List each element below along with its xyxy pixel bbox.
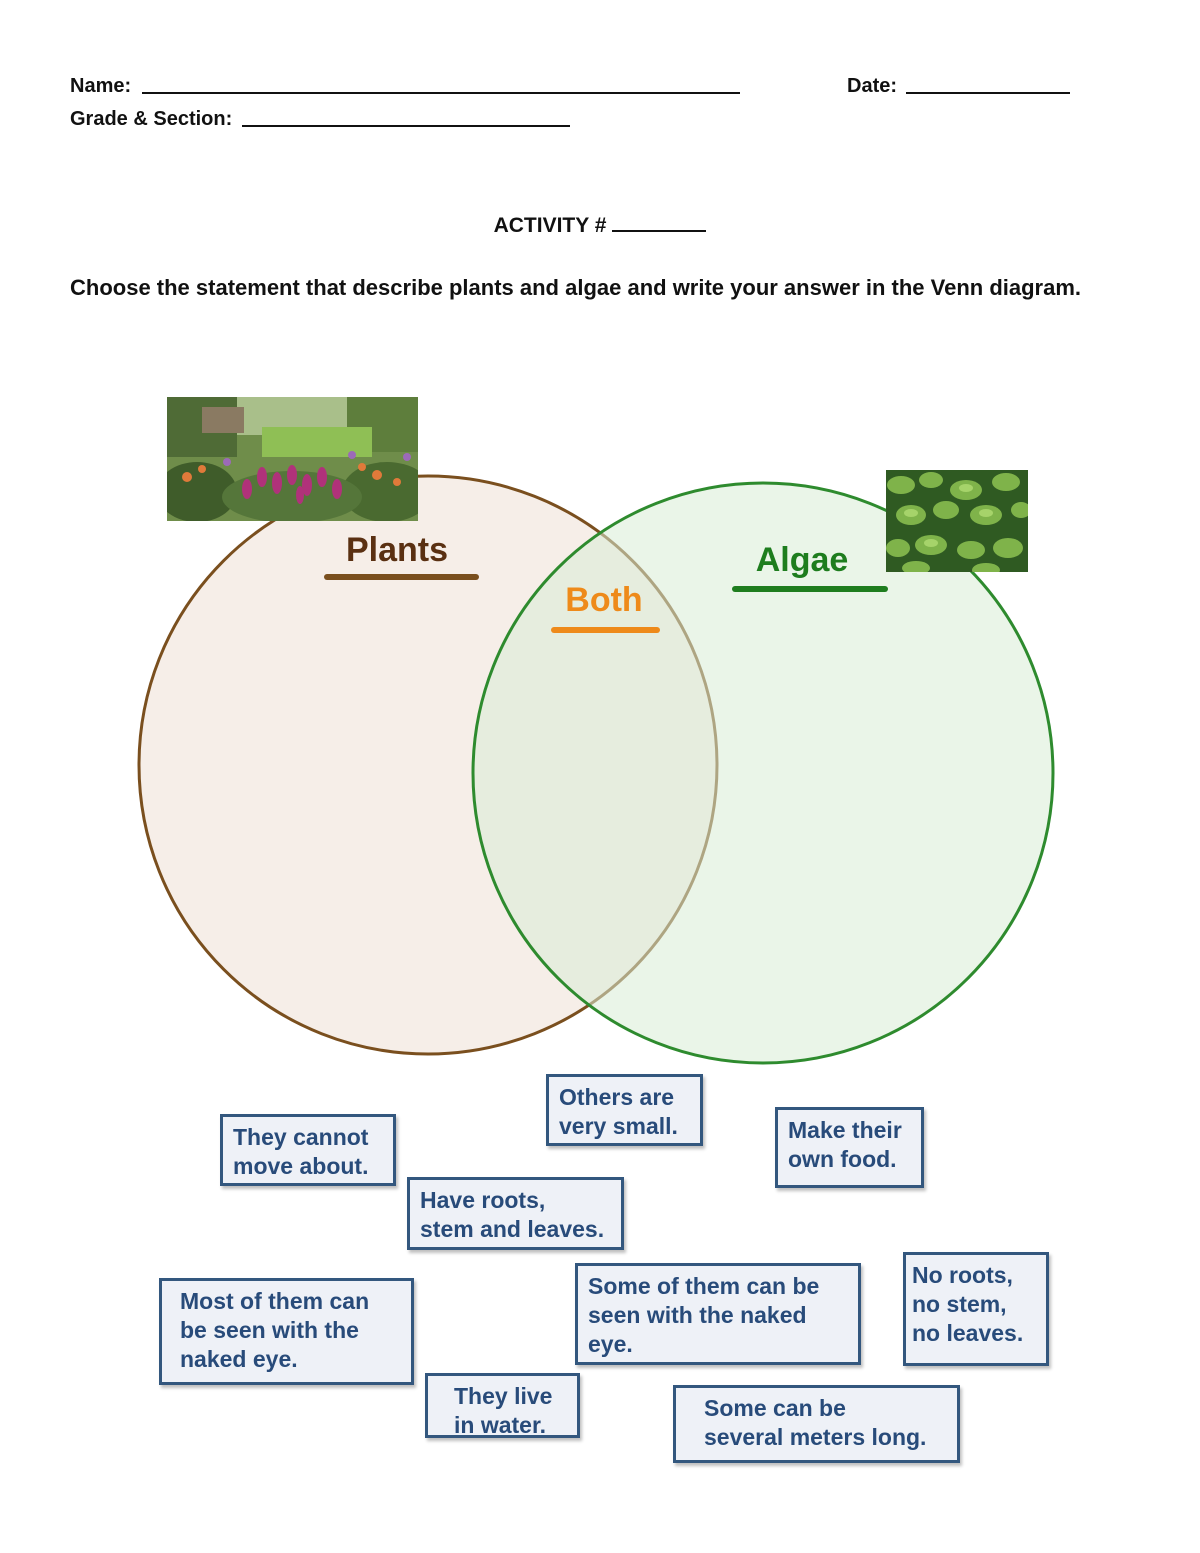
name-label: Name: [70,75,132,97]
date-field[interactable] [906,92,1070,94]
activity-title: ACTIVITY # [0,212,1200,238]
instructions: Choose the statement that describe plant… [70,275,1082,300]
plants-label: Plants [346,531,448,569]
grade-section-field[interactable] [242,125,570,127]
activity-number-blank[interactable] [612,212,707,232]
activity-title-text: ACTIVITY # [493,214,607,237]
garden-photo [167,397,418,521]
statement-card-8[interactable]: They live in water. [425,1373,580,1438]
statement-card-9[interactable]: Some can be several meters long. [673,1385,960,1463]
statement-card-1[interactable]: They cannot move about. [220,1114,396,1186]
both-underline [551,627,660,633]
algae-photo [886,470,1028,572]
statement-card-6[interactable]: Some of them can be seen with the naked … [575,1263,861,1365]
algae-label: Algae [756,541,849,579]
statement-card-4[interactable]: Have roots, stem and leaves. [407,1177,624,1250]
statement-card-7[interactable]: No roots, no stem, no leaves. [903,1252,1049,1366]
algae-underline [732,586,888,592]
both-label: Both [565,581,642,619]
statement-card-5[interactable]: Most of them can be seen with the naked … [159,1278,414,1385]
statement-card-2[interactable]: Others are very small. [546,1074,703,1146]
date-label: Date: [847,75,898,97]
name-field[interactable] [142,92,740,94]
plants-underline [324,574,479,580]
statement-card-3[interactable]: Make their own food. [775,1107,924,1188]
grade-section-label: Grade & Section: [70,108,233,130]
